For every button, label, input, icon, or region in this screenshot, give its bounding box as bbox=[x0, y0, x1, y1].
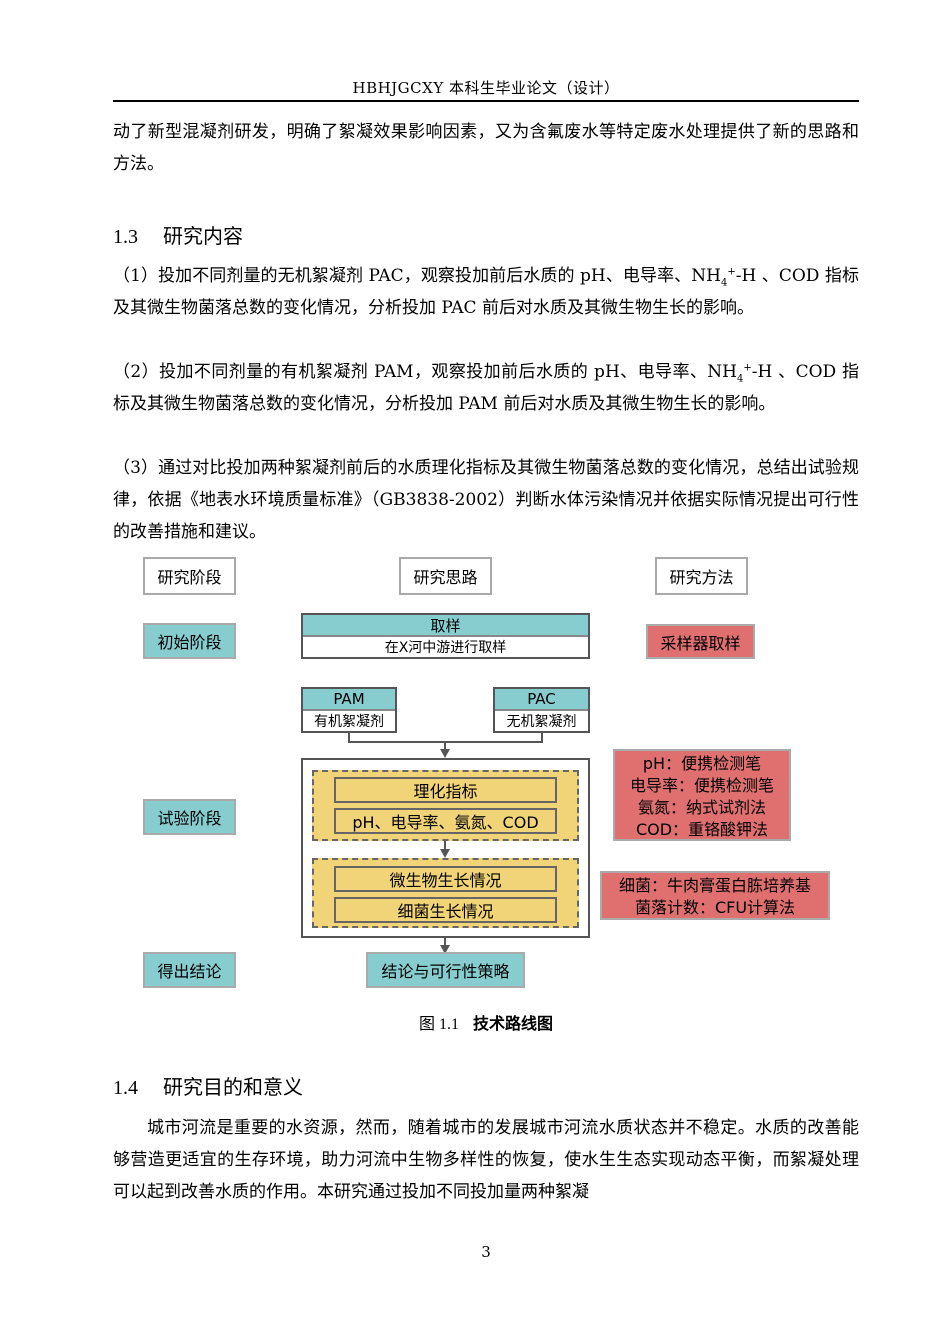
section-1-3-heading: 1.3 研究内容 bbox=[113, 220, 243, 249]
section-title: 研究目的和意义 bbox=[163, 1075, 303, 1099]
research-item-3: （3）通过对比投加两种絮凝剂前后的水质理化指标及其微生物菌落总数的变化情况，总结… bbox=[113, 458, 859, 542]
arrow-down-icon bbox=[440, 749, 450, 758]
pam-box: PAM 有机絮凝剂 bbox=[301, 687, 397, 733]
idea-header-box: 研究思路 bbox=[399, 557, 492, 595]
pam-desc: 有机絮凝剂 bbox=[303, 711, 395, 731]
arrow-down-icon bbox=[440, 849, 450, 858]
connector bbox=[444, 938, 446, 946]
physchem-methods-box: pH：便携检测笔 电导率：便携检测笔 氨氮：纳式试剂法 COD：重铬酸钾法 bbox=[613, 749, 791, 841]
pam-name: PAM bbox=[303, 689, 395, 711]
pac-desc: 无机絮凝剂 bbox=[495, 711, 588, 731]
sampling-box: 取样 在X河中游进行取样 bbox=[301, 613, 590, 659]
stage-initial-box: 初始阶段 bbox=[143, 623, 236, 659]
micro-growth-box: 微生物生长情况 bbox=[334, 866, 557, 892]
intro-paragraph: 动了新型混凝剂研发，明确了絮凝效果影响因素，又为含氟废水等特定废水处理提供了新的… bbox=[113, 122, 859, 174]
arrow-down-icon bbox=[440, 945, 450, 954]
page-number: 3 bbox=[481, 1243, 491, 1261]
bact-growth-box: 细菌生长情况 bbox=[334, 897, 557, 923]
connector bbox=[348, 733, 350, 742]
section-title: 研究内容 bbox=[163, 224, 243, 248]
connector bbox=[444, 741, 446, 749]
research-item-1: （1）投加不同剂量的无机絮凝剂 PAC，观察投加前后水质的 pH、电导率、NH4… bbox=[113, 266, 859, 318]
pac-box: PAC 无机絮凝剂 bbox=[493, 687, 590, 733]
connector bbox=[444, 841, 446, 849]
section-number: 1.3 bbox=[113, 226, 138, 248]
stage-test-box: 试验阶段 bbox=[143, 799, 236, 835]
sampling-desc: 在X河中游进行取样 bbox=[303, 637, 588, 657]
conclusion-box: 结论与可行性策略 bbox=[366, 952, 525, 988]
bacteria-methods-box: 细菌：牛肉膏蛋白胨培养基 菌落计数：CFU计算法 bbox=[600, 871, 830, 920]
section-1-4-heading: 1.4 研究目的和意义 bbox=[113, 1071, 303, 1100]
research-item-2: （2）投加不同剂量的有机絮凝剂 PAM，观察投加前后水质的 pH、电导率、NH4… bbox=[113, 362, 860, 414]
physchem-items-box: pH、电导率、氨氮、COD bbox=[334, 808, 557, 834]
stage-header-box: 研究阶段 bbox=[143, 557, 236, 595]
method-header-box: 研究方法 bbox=[655, 557, 748, 595]
figure-number: 图 1.1 bbox=[418, 1016, 459, 1033]
pac-name: PAC bbox=[495, 689, 588, 711]
physchem-title-box: 理化指标 bbox=[334, 777, 557, 803]
paragraph-1-4: 城市河流是重要的水资源，然而，随着城市的发展城市河流水质状态并不稳定。水质的改善… bbox=[113, 1118, 859, 1202]
sampler-method-box: 采样器取样 bbox=[646, 624, 755, 659]
connector bbox=[541, 733, 543, 742]
stage-result-box: 得出结论 bbox=[143, 952, 236, 988]
figure-label: 技术路线图 bbox=[473, 1014, 554, 1033]
sampling-title: 取样 bbox=[303, 615, 588, 637]
figure-caption: 图 1.1 技术路线图 bbox=[113, 1010, 859, 1034]
running-header: HBHJGCXY 本科生毕业论文（设计） bbox=[352, 79, 620, 97]
header-rule bbox=[113, 100, 859, 102]
section-number: 1.4 bbox=[113, 1077, 138, 1099]
